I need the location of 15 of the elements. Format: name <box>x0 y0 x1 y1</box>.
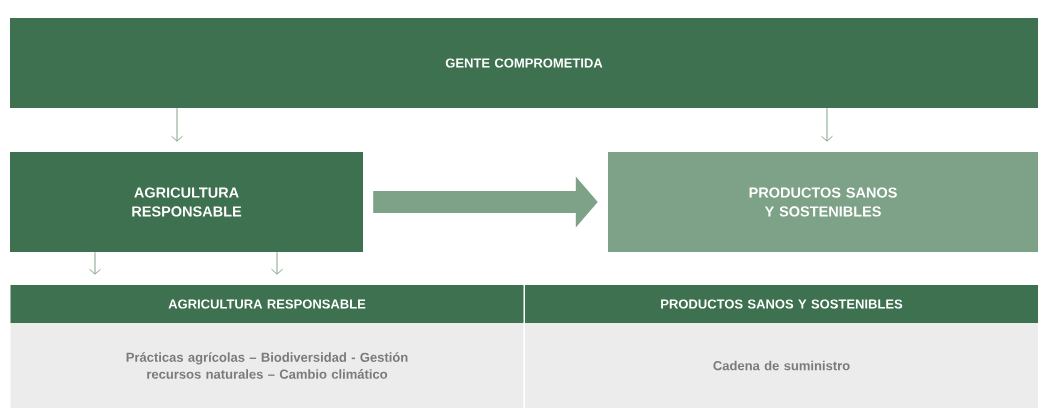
process-box: PRODUCTOS SANOS Y SOSTENIBLES <box>608 152 1038 252</box>
arrow <box>821 107 833 142</box>
node-label: AGRICULTURA RESPONSABLE <box>168 299 366 309</box>
table-header: AGRICULTURA RESPONSABLE <box>10 285 524 323</box>
table-cell: Cadena de suministro <box>525 323 1038 408</box>
arrow <box>271 251 283 275</box>
node-label: PRODUCTOS SANOS Y SOSTENIBLES <box>661 299 903 309</box>
node-label: Prácticas agrícolas – Biodiversidad - Gestión recursos naturales – Cambio climático <box>126 352 408 379</box>
table-cell: Prácticas agrícolas – Biodiversidad - Gestión recursos naturales – Cambio climático <box>10 323 524 408</box>
process-box: AGRICULTURA RESPONSABLE <box>10 152 363 252</box>
node-label: Cadena de suministro <box>713 360 850 371</box>
arrow <box>171 107 183 142</box>
table-header: PRODUCTOS SANOS Y SOSTENIBLES <box>525 285 1038 323</box>
arrow <box>89 251 101 275</box>
banner-box: GENTE COMPROMETIDA <box>10 18 1038 108</box>
